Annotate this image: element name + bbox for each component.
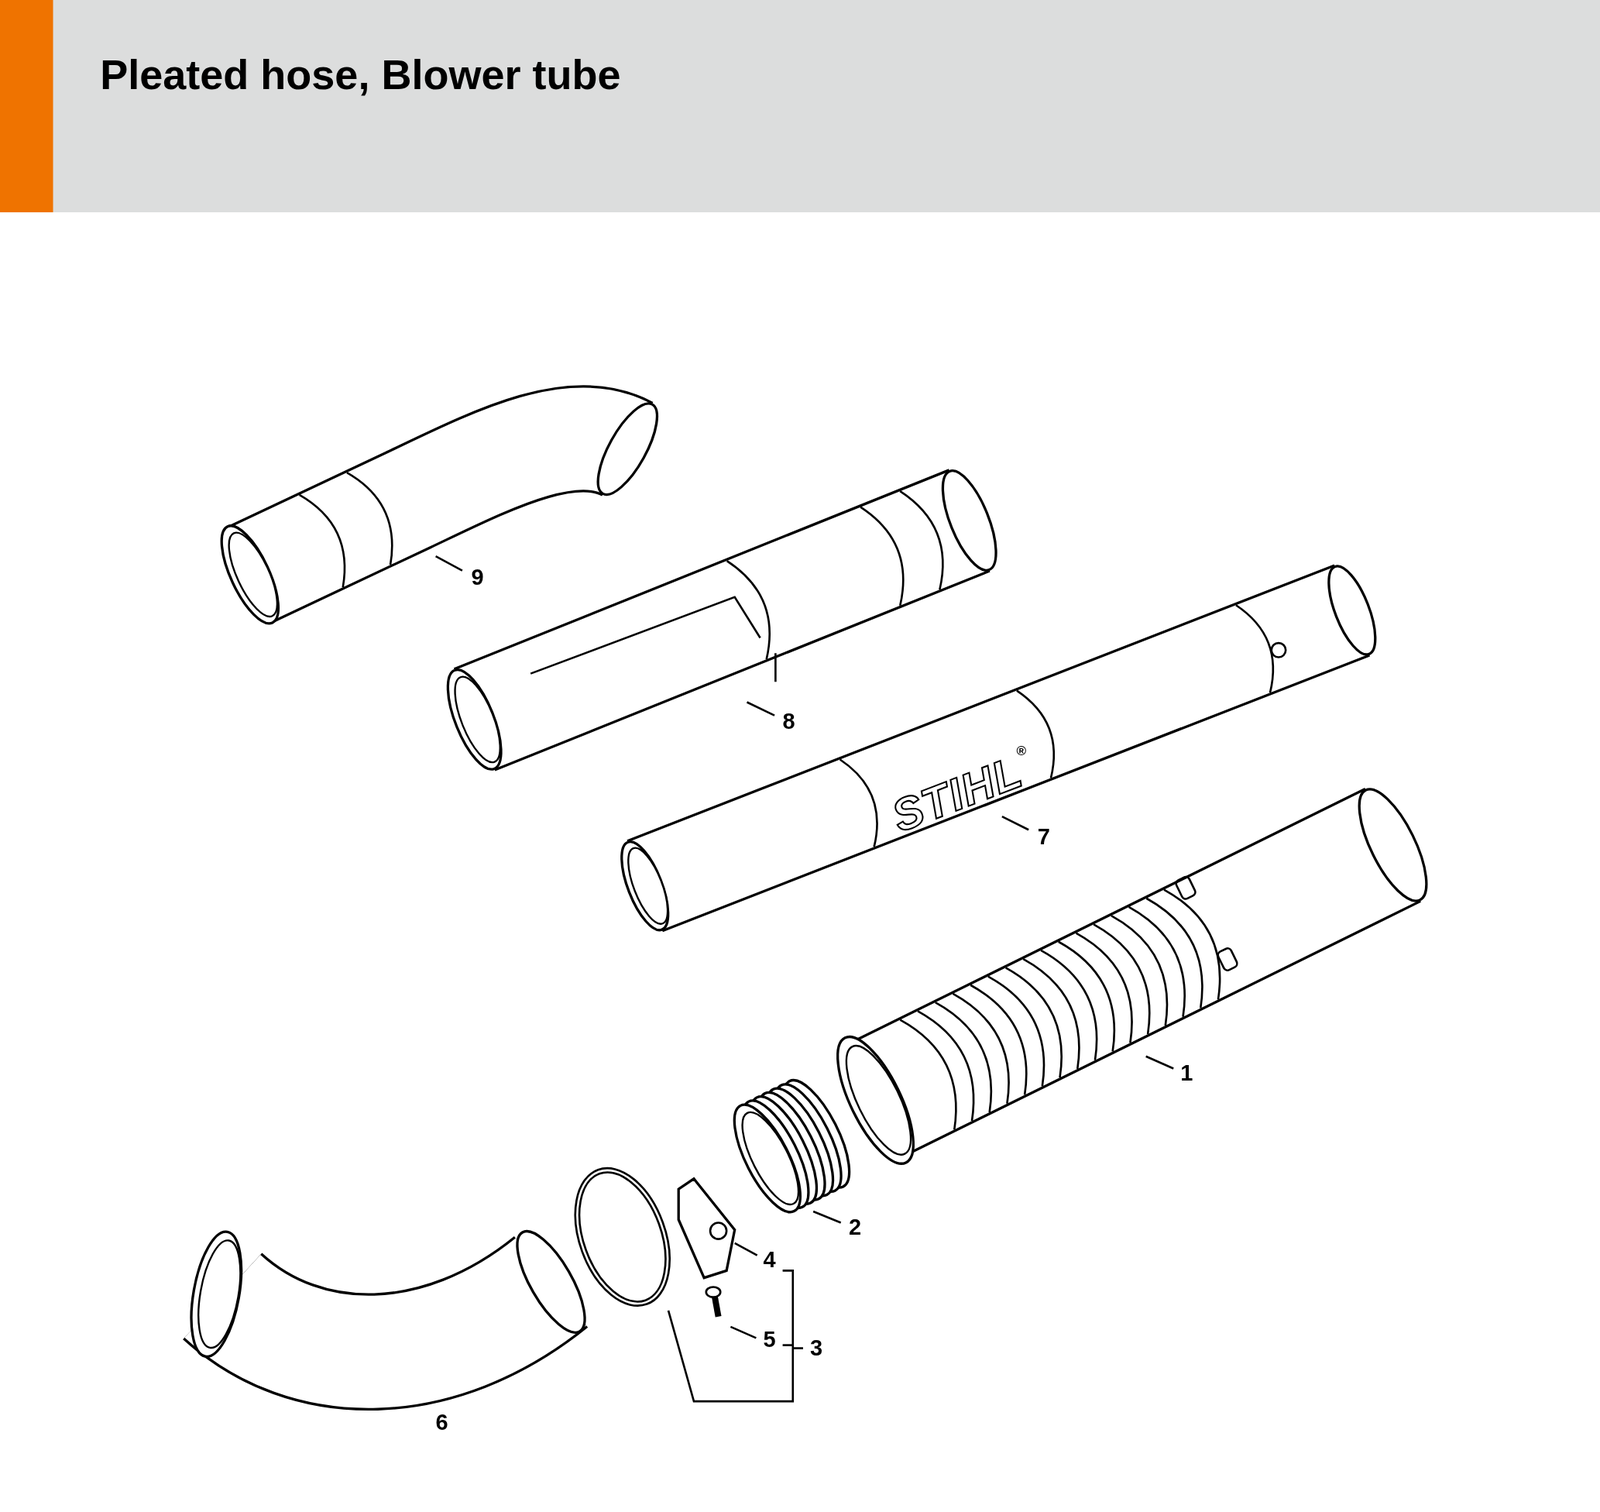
blower-tube-outline — [645, 610, 1353, 886]
pleated-hose-end — [1345, 779, 1440, 910]
brand-mark: ® — [1016, 742, 1027, 759]
blower-tube-upper-outline — [474, 520, 970, 720]
pleat — [970, 985, 1027, 1096]
nut-hole — [710, 1222, 727, 1239]
pleat — [1023, 958, 1079, 1069]
threaded-ring-end — [721, 1095, 814, 1221]
clamp-nut — [678, 1178, 735, 1278]
leader-line — [746, 702, 775, 716]
leader-line — [1002, 816, 1029, 830]
blower-tube-upper-end — [436, 662, 512, 776]
blower-tube-upper-band — [727, 560, 770, 660]
pleat — [988, 976, 1044, 1087]
blower-tube-body — [645, 610, 1353, 886]
hose-slot — [1174, 875, 1197, 900]
pleat — [1040, 950, 1097, 1061]
curved-nozzle-opening — [219, 526, 287, 623]
parts — [182, 395, 1440, 1401]
blower-tube-band — [840, 758, 878, 847]
leader-line — [782, 1343, 794, 1346]
pleat — [952, 993, 1009, 1104]
callout-number: 3 — [810, 1335, 823, 1361]
pleat — [1006, 967, 1062, 1078]
header-band — [0, 0, 1600, 213]
elbow-opening — [191, 1236, 248, 1351]
blower-tube-opening — [620, 843, 677, 929]
leader-line — [668, 1270, 794, 1401]
hose-slot — [1216, 947, 1239, 972]
callout-number: 7 — [1037, 824, 1051, 850]
slot-detail — [530, 597, 776, 682]
callout-number: 1 — [1180, 1060, 1193, 1086]
elbow-outline — [222, 1281, 551, 1352]
pleat — [1111, 915, 1168, 1026]
pleat — [1075, 933, 1132, 1044]
pleat — [1093, 923, 1150, 1034]
pleat — [1163, 889, 1220, 1000]
blower-tube-upper-body — [474, 520, 970, 720]
blower-tube-upper-band — [899, 490, 943, 590]
blower-tube-upper-opening — [446, 671, 510, 769]
leader-line — [730, 1326, 756, 1338]
pleat — [1058, 941, 1115, 1052]
callout-number: 4 — [762, 1247, 776, 1273]
leader-line — [734, 1242, 758, 1256]
curved-nozzle-body — [250, 438, 629, 575]
blower-tube-band — [1236, 604, 1274, 693]
callout-number: 9 — [471, 565, 485, 591]
leader-line — [436, 556, 463, 570]
pleated-hose-body — [875, 844, 1394, 1100]
tube-pin — [1271, 642, 1286, 657]
leader-line — [813, 1211, 842, 1223]
header-accent — [0, 0, 54, 213]
leader-line — [793, 1346, 804, 1350]
elbow-end — [182, 1227, 250, 1360]
leader-line — [1146, 1056, 1175, 1069]
curved-nozzle-band — [346, 472, 392, 565]
curved-nozzle-outline — [250, 438, 629, 575]
callout-number: 8 — [782, 709, 795, 735]
pleat — [935, 1002, 992, 1113]
blower-tube-upper-band — [860, 507, 904, 606]
pleat — [1129, 906, 1185, 1017]
pleat — [917, 1010, 974, 1121]
threaded-ring-opening — [731, 1105, 811, 1213]
curved-nozzle-end — [587, 395, 669, 503]
screw-head — [706, 1286, 721, 1297]
pleat — [1146, 898, 1202, 1009]
curved-nozzle-end — [210, 518, 291, 631]
curved-nozzle-band — [299, 494, 345, 588]
blower-tube-end — [1318, 560, 1385, 661]
elbow-body — [222, 1281, 551, 1352]
callout-number: 5 — [762, 1327, 776, 1353]
hose-cuff-opening — [834, 1036, 924, 1163]
callout-number: 6 — [435, 1410, 448, 1436]
pleated-hose-outline — [875, 844, 1394, 1100]
blower-tube-end — [611, 835, 678, 936]
title: Pleated hose, Blower tube — [99, 51, 621, 100]
elbow-end — [504, 1222, 598, 1342]
blower-tube-band — [1016, 690, 1055, 779]
callout-number: 2 — [848, 1215, 862, 1240]
